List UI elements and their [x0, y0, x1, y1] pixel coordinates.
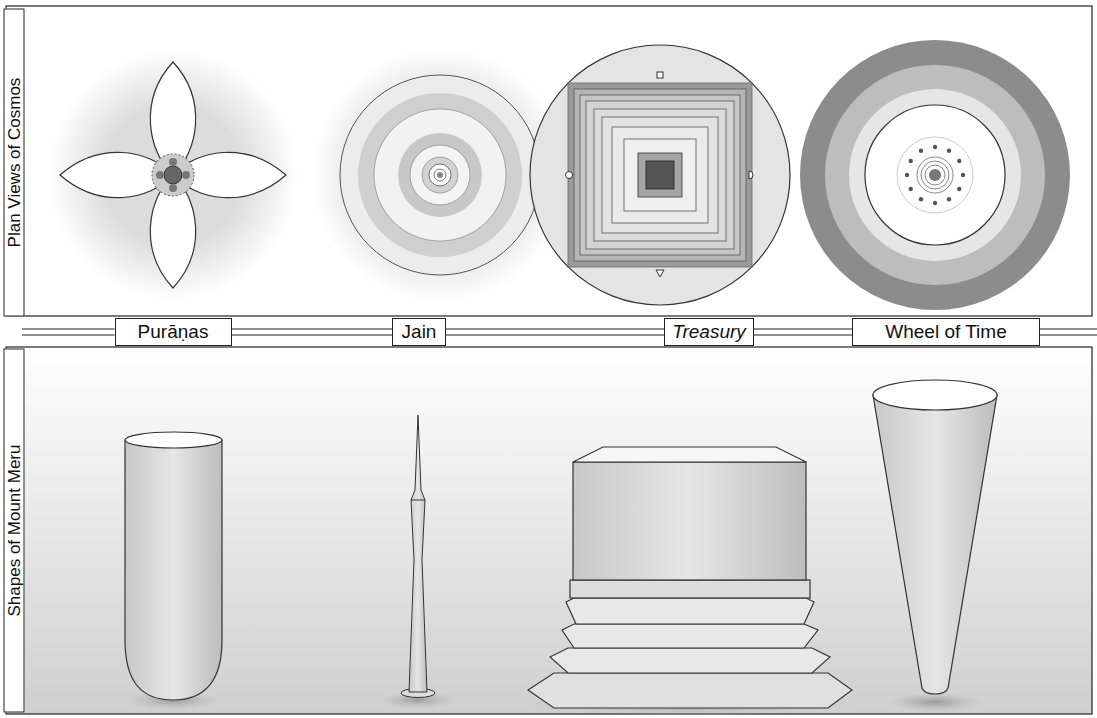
symbol-dot: [919, 149, 923, 153]
symbol-dot: [947, 197, 951, 201]
double-rule-connector: [446, 329, 664, 335]
label-text: Plan Views of Cosmos: [4, 77, 24, 247]
double-rule-connector: [232, 329, 393, 335]
symbol-dot: [947, 149, 951, 153]
symbol-dot: [909, 159, 913, 163]
double-rule-connector: [754, 329, 852, 335]
column-label: Treasury: [664, 318, 754, 346]
column-label: Purāṇas: [115, 318, 232, 346]
panel-label: Plan Views of Cosmos: [4, 8, 25, 316]
panel-label: Shapes of Mount Meru: [4, 348, 25, 712]
double-rule: [22, 329, 115, 335]
symbol-dot: [957, 159, 961, 163]
label-text: Wheel of Time: [885, 321, 1006, 343]
symbol-dot: [919, 197, 923, 201]
symbol-dot: [909, 187, 913, 191]
symbol-dot: [933, 201, 937, 205]
symbol-dot: [905, 173, 909, 177]
label-text: Purāṇas: [138, 321, 209, 343]
symbol-dot: [957, 187, 961, 191]
column-label: Wheel of Time: [852, 318, 1040, 346]
label-text: Treasury: [672, 321, 746, 343]
symbol-dot: [961, 173, 965, 177]
column-label: Jain: [392, 318, 446, 346]
label-text: Shapes of Mount Meru: [4, 444, 24, 616]
symbol-dot: [933, 145, 937, 149]
double-rule: [1040, 329, 1097, 335]
label-text: Jain: [402, 321, 437, 343]
